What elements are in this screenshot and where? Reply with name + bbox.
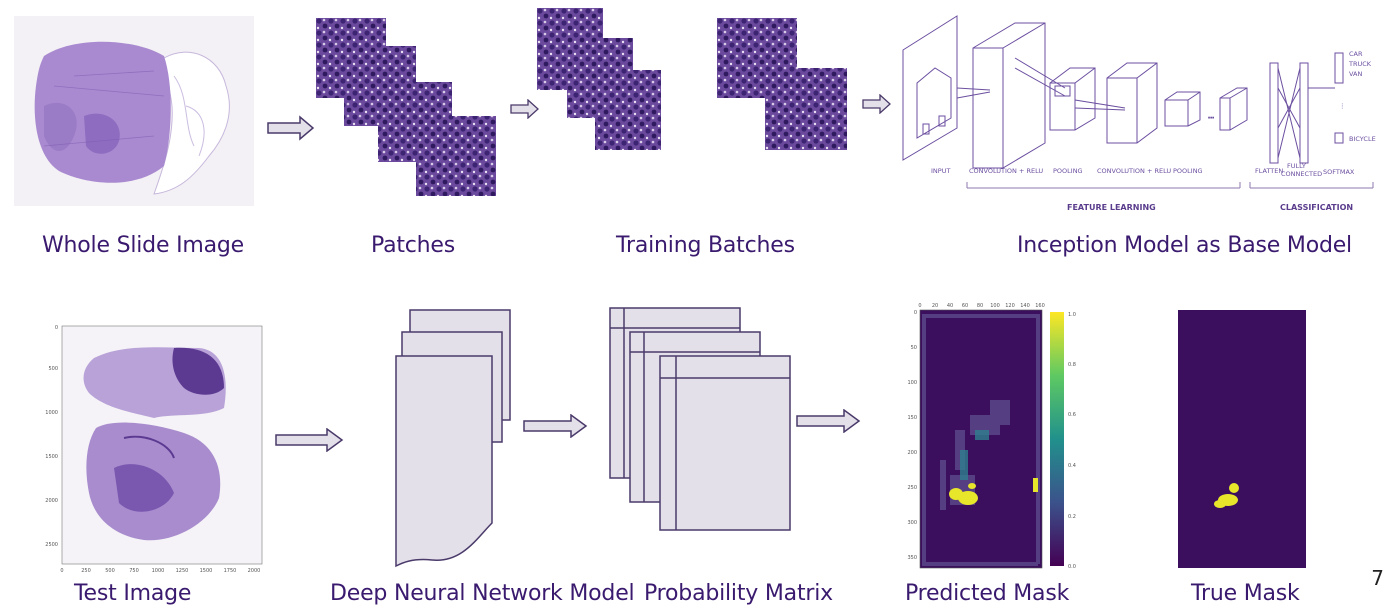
whole-slide-image: [14, 16, 254, 206]
arrow-dnn-to-prob: [523, 414, 588, 438]
cnn-feature-learning-label: FEATURE LEARNING: [1067, 203, 1156, 212]
test-x-tick: 0: [60, 568, 63, 574]
cnn-out-car: CAR: [1349, 50, 1363, 58]
training-batch-2: [717, 18, 847, 150]
caption-predicted-mask: Predicted Mask: [905, 581, 1070, 606]
caption-inception-model: Inception Model as Base Model: [1017, 233, 1352, 258]
pred-y-tick: 150: [907, 415, 917, 421]
pred-y-tick: 50: [911, 345, 917, 351]
colorbar-tick: 0.2: [1068, 514, 1076, 520]
test-y-tick: 500: [48, 366, 58, 372]
test-x-tick: 250: [81, 568, 91, 574]
colorbar-tick: 0.0: [1068, 564, 1076, 570]
pred-y-tick: 300: [907, 520, 917, 526]
pred-x-tick: 0: [918, 303, 921, 309]
test-y-tick: 1000: [45, 410, 58, 416]
caption-dnn-model: Deep Neural Network Model: [330, 581, 635, 606]
caption-test-image: Test Image: [74, 581, 192, 606]
cnn-pool1-label: POOLING: [1053, 167, 1083, 175]
cnn-out-van: VAN: [1349, 70, 1362, 78]
pred-y-tick: 350: [907, 555, 917, 561]
caption-training-batches: Training Batches: [616, 233, 795, 258]
test-y-tick: 2500: [45, 542, 58, 548]
cnn-flatten-label: FLATTEN: [1255, 167, 1283, 175]
dnn-model-stack: [395, 309, 511, 568]
colorbar-tick: 0.8: [1068, 362, 1076, 368]
test-y-tick: 2000: [45, 498, 58, 504]
caption-patches: Patches: [371, 233, 456, 258]
colorbar-tick: 0.6: [1068, 412, 1076, 418]
pred-y-tick: 200: [907, 450, 917, 456]
cnn-fc2-label: CONNECTED: [1281, 170, 1322, 178]
colorbar-tick: 1.0: [1068, 312, 1076, 318]
caption-whole-slide-image: Whole Slide Image: [42, 233, 244, 258]
pred-x-tick: 100: [990, 303, 1000, 309]
cnn-input-label: INPUT: [931, 167, 950, 175]
test-x-tick: 1750: [224, 568, 237, 574]
test-x-tick: 750: [129, 568, 139, 574]
pred-y-tick: 0: [914, 310, 917, 316]
test-x-tick: 1000: [152, 568, 165, 574]
pred-x-tick: 40: [947, 303, 953, 309]
arrow-batches-to-cnn: [862, 94, 891, 114]
arrow-test-to-dnn: [275, 428, 344, 452]
colorbar-tick: 0.4: [1068, 463, 1076, 469]
probability-matrix-stack: [609, 307, 791, 531]
pred-x-tick: 120: [1005, 303, 1015, 309]
cnn-architecture-diagram: ... CAR TRUCK VAN ⋮ BICYCLE INPUT CONVOL…: [902, 15, 1376, 212]
training-batch-1: [537, 8, 661, 150]
svg-text:...: ...: [1208, 112, 1214, 120]
svg-text:⋮: ⋮: [1339, 102, 1346, 110]
pred-x-tick: 80: [977, 303, 983, 309]
test-image-plot: 0 500 1000 1500 2000 2500 0 250 500 750 …: [45, 325, 263, 574]
cnn-softmax-label: SOFTMAX: [1323, 168, 1355, 176]
arrow-wsi-to-patches: [267, 115, 315, 141]
cnn-classification-label: CLASSIFICATION: [1280, 203, 1353, 212]
pred-y-tick: 250: [907, 485, 917, 491]
test-y-tick: 0: [55, 325, 58, 331]
patches-stack: [316, 18, 496, 196]
cnn-pool2-label: POOLING: [1173, 167, 1203, 175]
test-x-tick: 2000: [248, 568, 261, 574]
predicted-mask-plot: 1.0 0.8 0.6 0.4 0.2 0.0 0 20 40 60 80 10…: [907, 303, 1076, 570]
cnn-fc-label: FULLY: [1287, 162, 1306, 170]
pred-y-tick: 100: [907, 380, 917, 386]
arrow-prob-to-pred: [796, 409, 861, 433]
test-x-tick: 500: [105, 568, 115, 574]
cnn-out-bicycle: BICYCLE: [1349, 135, 1376, 143]
pred-x-tick: 140: [1020, 303, 1030, 309]
cnn-out-truck: TRUCK: [1348, 60, 1372, 68]
slide-number: 7: [1371, 566, 1384, 590]
caption-probability-matrix: Probability Matrix: [644, 581, 833, 606]
caption-true-mask: True Mask: [1191, 581, 1300, 606]
cnn-conv2-label: CONVOLUTION + RELU: [1097, 167, 1171, 175]
true-mask-image: [1178, 310, 1306, 568]
test-y-tick: 1500: [45, 454, 58, 460]
cnn-conv1-label: CONVOLUTION + RELU: [969, 167, 1043, 175]
test-x-tick: 1250: [176, 568, 189, 574]
arrow-patches-to-batches: [510, 99, 539, 119]
pred-x-tick: 160: [1035, 303, 1045, 309]
pred-x-tick: 20: [932, 303, 938, 309]
test-x-tick: 1500: [200, 568, 213, 574]
pred-x-tick: 60: [962, 303, 968, 309]
